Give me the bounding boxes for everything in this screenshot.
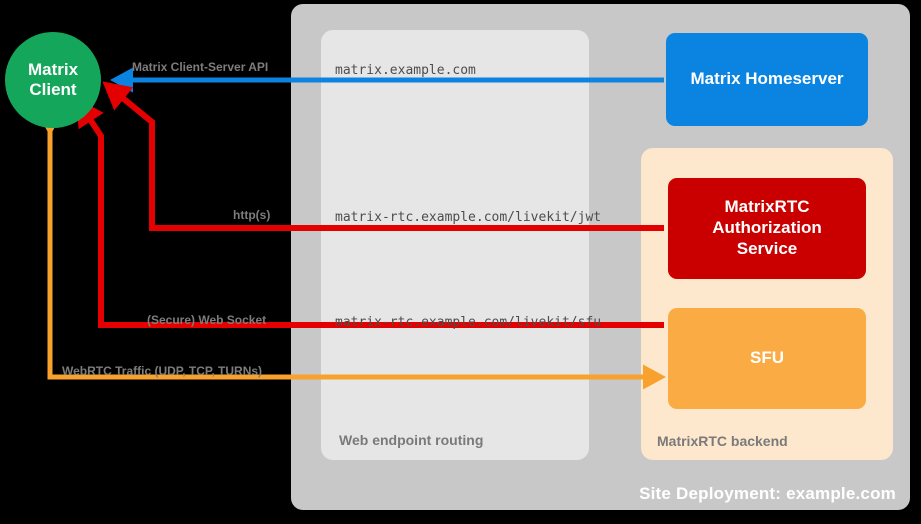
matrix-client-label-line1: Matrix [27,59,79,79]
matrix-homeserver-label: Matrix Homeserver [690,69,844,89]
connection-label-websocket: (Secure) Web Socket [147,313,267,327]
matrixrtc-authorization-service-node[interactable]: MatrixRTC Authorization Service [668,178,866,279]
endpoint-url-jwt: matrix-rtc.example.com/livekit/jwt [335,210,602,225]
matrix-homeserver-node[interactable]: Matrix Homeserver [666,33,868,126]
auth-service-label-line1: MatrixRTC [724,197,810,217]
matrix-client-label-line2: Client [29,80,77,99]
connection-label-client-server-api: Matrix Client-Server API [132,60,269,74]
web-endpoint-routing-label: Web endpoint routing [339,432,484,448]
sfu-label: SFU [750,348,784,368]
matrixrtc-backend-label: MatrixRTC backend [657,433,788,449]
endpoint-url-sfu: matrix-rtc.example.com/livekit/sfu [335,315,602,330]
connection-label-https: http(s) [233,208,271,222]
web-endpoint-routing-panel: Web endpoint routing [321,30,589,460]
matrix-client-node[interactable]: Matrix Client [5,32,101,128]
endpoint-url-homeserver: matrix.example.com [335,63,476,78]
auth-service-label-line3: Service [736,238,798,258]
connection-label-webrtc: WebRTC Traffic (UDP, TCP, TURNs) [62,364,263,378]
sfu-node[interactable]: SFU [668,308,866,409]
auth-service-label-line2: Authorization [712,218,822,238]
site-deployment-label: Site Deployment: example.com [639,484,896,503]
